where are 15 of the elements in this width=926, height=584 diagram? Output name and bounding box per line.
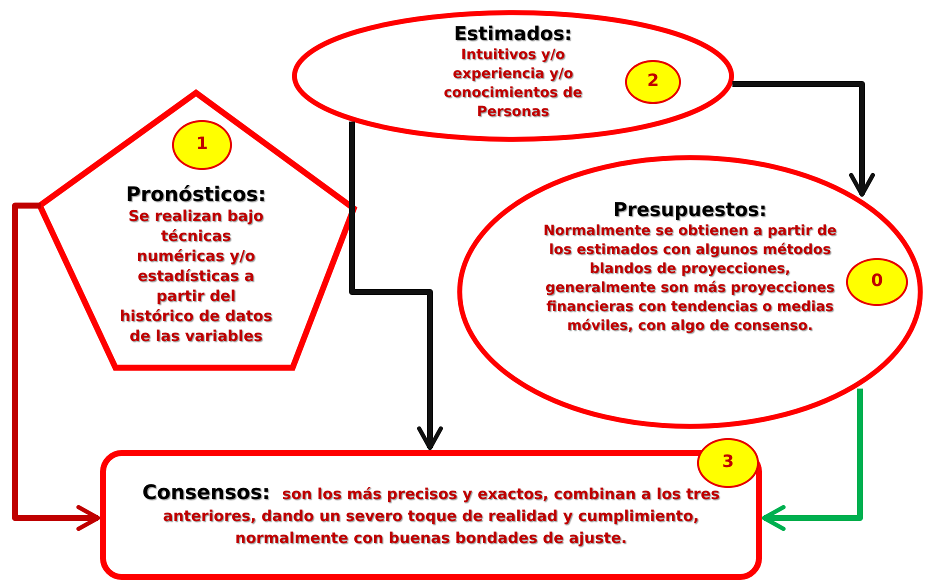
connector-arrow [732,81,875,197]
connector-arrow [762,388,863,531]
connector-arrow [12,202,100,531]
node-title: Estimados: [454,22,572,46]
node-description: Se realizan bajo técnicas numéricas y/o estadísticas a partir del histórico de datos de las variables [118,206,274,346]
node-title: Presupuestos: [613,198,767,222]
connector-arrow [349,122,443,450]
process-box [100,450,762,580]
number-badge: 3 [697,438,759,488]
node-description: Normalmente se obtienen a partir de los estimados con algunos métodos blandos de proyecciones, generalmente son más proyecciones financieras con tendencias o medias móviles, con algo de consenso. [542,222,838,336]
node-description: Intuitivos y/o experiencia y/o conocimientos de Personas [442,46,584,122]
pentagon-node [35,90,357,372]
ellipse-node [455,152,925,432]
ellipse-node [290,10,736,142]
node-title: Pronósticos: [126,182,266,206]
